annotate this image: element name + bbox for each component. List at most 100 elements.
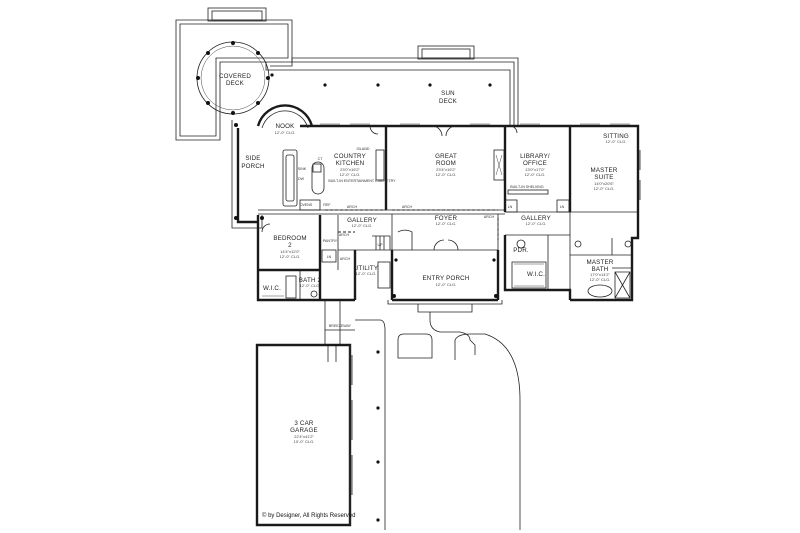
country-kitchen: COUNTRY KITCHEN 23'0"x19'2" 12'-0" CLG. bbox=[334, 153, 366, 177]
kitchen-clg: 12'-0" CLG. bbox=[340, 172, 361, 177]
great-room-name-2: ROOM bbox=[436, 160, 456, 167]
gallery-left: GALLERY 12'-0" CLG. ARCH ARCH UP bbox=[339, 205, 391, 250]
great-room-name-1: GREAT bbox=[435, 153, 457, 160]
up-label: UP bbox=[378, 243, 384, 247]
entry-porch-name: ENTRY PORCH bbox=[422, 275, 469, 282]
arch-label-4: ARCH bbox=[402, 205, 413, 209]
gallery-left-name: GALLERY bbox=[347, 217, 377, 224]
master-bath-name-1: MASTER bbox=[587, 259, 614, 266]
kitchen-fixtures: CT SINK DW ISLAND OVENS REF BUILT-IN ENT… bbox=[282, 147, 396, 211]
covered-deck-name-2: DECK bbox=[226, 80, 245, 87]
sitting-name: SITTING bbox=[603, 133, 629, 140]
dw-label: DW bbox=[298, 177, 305, 181]
gallery-right: GALLERY 12'-0" CLG. LN LN bbox=[504, 199, 570, 226]
ln-label-1: LN bbox=[508, 205, 513, 209]
pantry-name: PANTRY bbox=[323, 239, 338, 243]
kitchen-dim: 23'0"x19'2" bbox=[340, 167, 360, 172]
window-marks bbox=[320, 123, 641, 200]
ref-label: REF bbox=[323, 203, 331, 207]
breezeway: BREEZEWAY bbox=[324, 300, 355, 362]
garage-clg: 10'-0" CLG. bbox=[294, 439, 315, 444]
garage-dim: 22'4"x41'2" bbox=[294, 434, 314, 439]
great-room-clg: 12'-0" CLG. bbox=[436, 172, 457, 177]
master-suite-name-2: SUITE bbox=[594, 174, 613, 181]
breezeway-label: BREEZEWAY bbox=[329, 324, 352, 328]
arches bbox=[325, 180, 499, 240]
garage: 3 CAR GARAGE 22'4"x41'2" 10'-0" CLG. bbox=[255, 343, 353, 527]
utility-clg: 12'-0" CLG. bbox=[356, 271, 377, 276]
wic-left-name: W.I.C. bbox=[263, 285, 281, 292]
gallery-right-clg: 12'-0" CLG. bbox=[526, 221, 547, 226]
bedroom2-clg: 12'-0" CLG. bbox=[280, 254, 301, 259]
ln-label-2: LN bbox=[560, 205, 565, 209]
side-porch-name-2: PORCH bbox=[241, 163, 264, 170]
sun-deck: SUN DECK bbox=[265, 45, 519, 125]
arch-label-1: ARCH bbox=[347, 205, 358, 209]
utility: UTILITY 12'-0" CLG. ARCH bbox=[340, 257, 391, 289]
wic-left: W.I.C. bbox=[262, 285, 284, 297]
sun-deck-name-2: DECK bbox=[439, 98, 458, 105]
bath2-clg: 12'-0" CLG. bbox=[300, 283, 321, 288]
master-suite-name-1: MASTER bbox=[591, 167, 618, 174]
master-bath-dim: 17'0"x14'2" bbox=[590, 272, 610, 277]
nook: NOOK 12'-0" CLG. bbox=[256, 104, 314, 135]
master-bath: MASTER BATH 17'0"x14'2" 12'-0" CLG. bbox=[574, 240, 632, 299]
kitchen-name-2: KITCHEN bbox=[336, 160, 365, 167]
cabinetry-label: BUILT-IN ENTERTAINMENT CABINETRY bbox=[328, 179, 396, 183]
foyer: FOYER 12'-0" CLG. ARCH ARCH bbox=[397, 205, 495, 251]
sitting-area: SITTING 12'-0" CLG. bbox=[603, 133, 629, 144]
great-room: GREAT ROOM 23'4"x19'2" 12'-0" CLG. bbox=[435, 149, 505, 181]
driveway bbox=[355, 312, 521, 530]
master-bath-clg: 12'-0" CLG. bbox=[590, 277, 611, 282]
pdr: PDR. bbox=[513, 239, 529, 254]
ct-label: CT bbox=[318, 157, 324, 161]
bedroom2-name-2: 2 bbox=[288, 242, 292, 249]
foyer-name: FOYER bbox=[435, 215, 458, 222]
entry-porch: ENTRY PORCH 12'-0" CLG. bbox=[387, 258, 503, 313]
ln-label-3: LN bbox=[327, 255, 332, 259]
nook-clg: 12'-0" CLG. bbox=[275, 130, 296, 135]
sink-label: SINK bbox=[298, 167, 307, 171]
library-office: LIBRARY/ OFFICE 13'0"x17'0" 12'-0" CLG. … bbox=[507, 153, 550, 195]
covered-deck-name-1: COVERED bbox=[219, 73, 251, 80]
garage-name-1: 3 CAR bbox=[294, 420, 314, 427]
bedroom2-name-1: BEDROOM bbox=[273, 235, 306, 242]
nook-name: NOOK bbox=[275, 123, 295, 130]
master-suite-dim: 14'0"x20'6" bbox=[594, 181, 614, 186]
library-name-1: LIBRARY/ bbox=[520, 153, 550, 160]
covered-deck: COVERED DECK bbox=[175, 7, 293, 141]
bedroom-2: BEDROOM 2 14'4"x12'0" 12'-0" CLG. bbox=[261, 223, 306, 259]
bedroom2-dim: 14'4"x12'0" bbox=[280, 249, 300, 254]
utility-name: UTILITY bbox=[354, 265, 378, 272]
bath-2: BATH 2 12'-0" CLG. bbox=[285, 275, 322, 299]
copyright-notice: © by Designer, All Rights Reserved bbox=[262, 512, 355, 519]
pantry: PANTRY LN bbox=[321, 239, 338, 263]
library-name-2: OFFICE bbox=[523, 160, 547, 167]
shelving-label: BUILT-IN SHELVING bbox=[510, 185, 544, 189]
master-suite-clg: 12'-0" CLG. bbox=[594, 186, 615, 191]
side-porch: SIDE PORCH bbox=[231, 120, 264, 229]
pdr-name: PDR. bbox=[513, 247, 529, 254]
arch-label-5: ARCH bbox=[340, 257, 351, 261]
master-suite: MASTER SUITE 14'0"x20'6" 12'-0" CLG. bbox=[591, 167, 618, 191]
wic-right: W.I.C. bbox=[511, 261, 547, 289]
gallery-left-clg: 12'-0" CLG. bbox=[352, 223, 373, 228]
gallery-right-name: GALLERY bbox=[521, 215, 551, 222]
foyer-clg: 12'-0" CLG. bbox=[436, 221, 457, 226]
bath2-name: BATH 2 bbox=[299, 277, 322, 284]
island-label: ISLAND bbox=[357, 147, 370, 151]
library-dim: 13'0"x17'0" bbox=[525, 167, 545, 172]
kitchen-name-1: COUNTRY bbox=[334, 153, 366, 160]
garage-name-2: GARAGE bbox=[290, 427, 318, 434]
side-porch-name-1: SIDE bbox=[245, 155, 260, 162]
house-exterior-walls bbox=[236, 124, 640, 302]
library-clg: 12'-0" CLG. bbox=[525, 172, 546, 177]
sun-deck-name-1: SUN bbox=[441, 90, 455, 97]
arch-label-3: ARCH bbox=[484, 215, 495, 219]
sitting-clg: 12'-0" CLG. bbox=[606, 139, 627, 144]
wic-right-name: W.I.C. bbox=[527, 271, 545, 278]
master-bath-name-2: BATH bbox=[592, 266, 609, 273]
ovens-label: OVENS bbox=[300, 203, 313, 207]
entry-porch-clg: 12'-0" CLG. bbox=[436, 282, 457, 287]
